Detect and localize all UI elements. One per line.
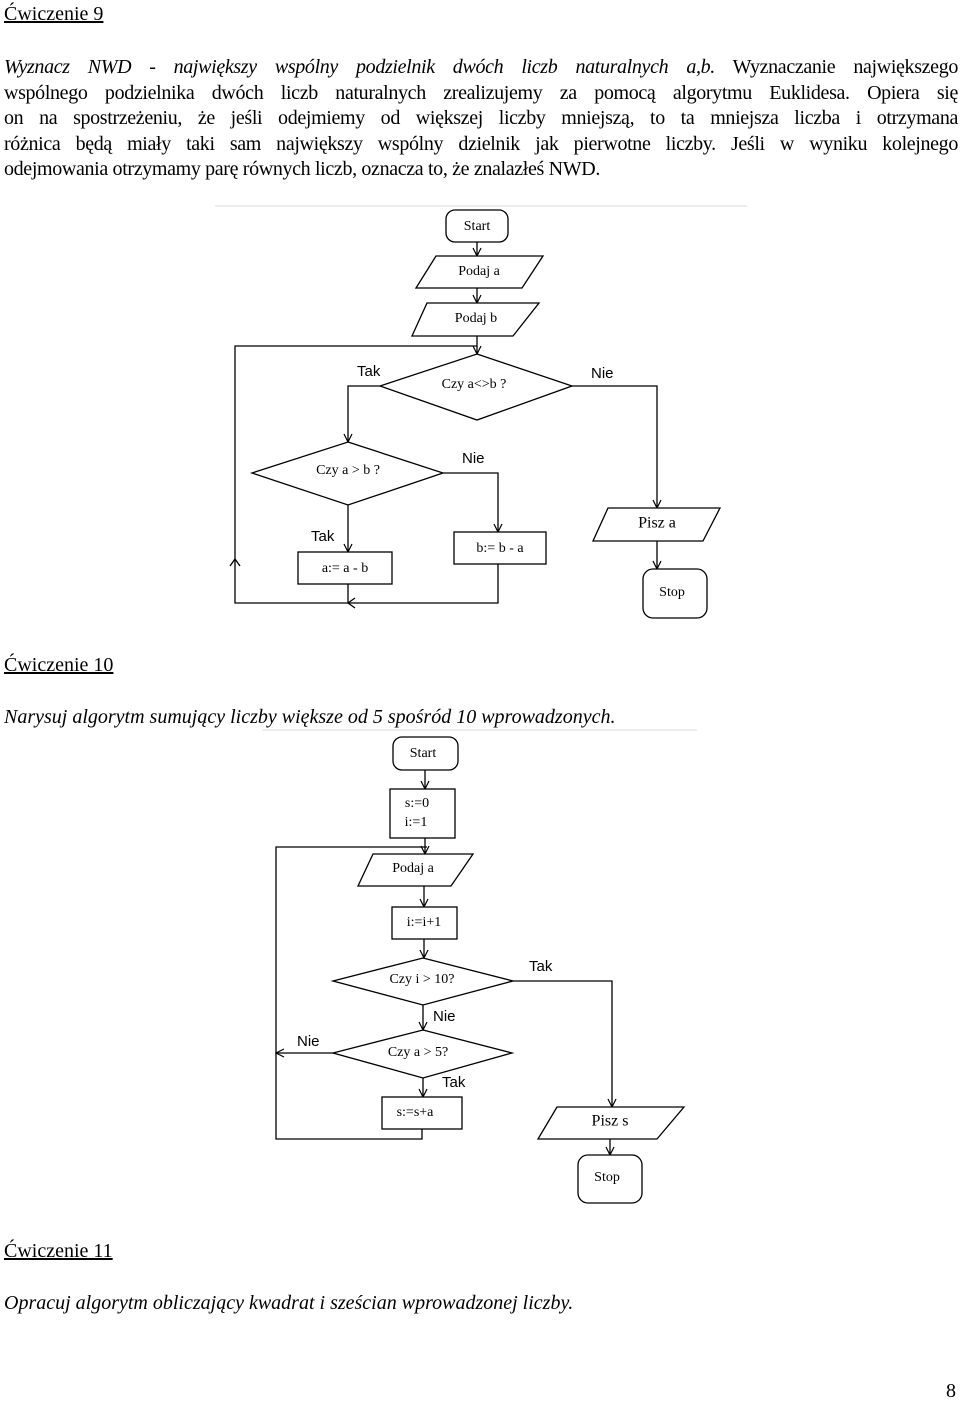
exercise-9-heading: Ćwiczenie 9	[4, 3, 104, 25]
start-label: Start	[410, 746, 437, 761]
description-line-1: Wyznacz NWD - największy wspólny podziel…	[4, 55, 958, 81]
yes-branch-line	[513, 980, 612, 1107]
input-a-label: Podaj a	[458, 264, 500, 279]
stop-terminal	[577, 1154, 643, 1204]
no-label: Nie	[297, 1033, 320, 1050]
exercise-9-description: Wyznacz NWD - największy wspólny podziel…	[4, 55, 958, 183]
no-label: Nie	[462, 450, 485, 467]
no-branch-line	[572, 385, 657, 508]
decision-a-neq-b	[377, 353, 574, 421]
description-line-2: wspólnego podzielnika dwóch liczb natura…	[4, 81, 958, 104]
page-number: 8	[946, 1380, 956, 1402]
sum-box	[381, 1096, 463, 1130]
exercise-10-task: Narysuj algorytm sumujący liczby większe…	[4, 706, 616, 728]
loop-back-line	[275, 846, 427, 1140]
init-i-label: i:=1	[405, 815, 428, 830]
init-box	[389, 788, 456, 839]
yes-label: Tak	[357, 363, 381, 380]
input-b-box	[410, 302, 541, 337]
start-terminal	[445, 209, 509, 243]
output-label: Pisz a	[638, 515, 676, 532]
init-s-label: s:=0	[405, 796, 429, 811]
output-box	[536, 1106, 686, 1140]
description-line-3: on na spostrzeżeniu, że jeśli odejmiemy …	[4, 107, 958, 130]
yes-label: Tak	[442, 1074, 466, 1091]
increment-box	[391, 906, 458, 940]
yes-label: Tak	[529, 958, 553, 975]
description-text: Wyznaczanie największego	[714, 56, 959, 78]
description-line-4: różnica będą miały taki sam największy w…	[4, 132, 958, 155]
stop-label: Stop	[594, 1170, 620, 1185]
start-terminal	[392, 736, 459, 771]
assign-b-label: b:= b - a	[476, 541, 524, 556]
loop-back-line	[234, 345, 499, 604]
start-label: Start	[464, 219, 491, 234]
exercise-11-task: Opracuj algorytm obliczający kwadrat i s…	[4, 1292, 574, 1314]
decision-label: Czy a<>b ?	[442, 377, 507, 392]
arrow-head	[346, 597, 356, 609]
exercise-10-heading: Ćwiczenie 10	[4, 654, 114, 676]
no-branch-line	[443, 472, 498, 532]
yes-branch-line	[348, 385, 380, 442]
decision-label: Czy a > 5?	[388, 1045, 448, 1060]
task-statement: Wyznacz NWD - największy wspólny podziel…	[4, 56, 715, 78]
increment-label: i:=i+1	[407, 915, 441, 930]
input-a-box	[414, 255, 545, 289]
decision-a-gt-5	[330, 1029, 515, 1079]
stop-label: Stop	[659, 585, 685, 600]
output-box	[591, 507, 722, 542]
assign-b-box	[453, 531, 547, 565]
no-label: Nie	[591, 365, 614, 382]
description-line-5: odejmowania otrzymamy parę równych liczb…	[4, 158, 600, 181]
input-a-box	[356, 853, 475, 887]
exercise-11-heading: Ćwiczenie 11	[4, 1240, 113, 1262]
input-a-label: Podaj a	[392, 861, 434, 876]
input-b-label: Podaj b	[455, 311, 497, 326]
sum-label: s:=s+a	[397, 1105, 435, 1120]
decision-label: Czy i > 10?	[389, 972, 454, 987]
no-label: Nie	[433, 1008, 456, 1025]
stop-terminal	[642, 568, 708, 619]
assign-a-box	[297, 551, 393, 585]
decision-a-gt-b	[249, 441, 446, 506]
decision-label: Czy a > b ?	[316, 463, 380, 478]
decision-i-gt-10	[330, 957, 516, 1006]
yes-label: Tak	[311, 528, 335, 545]
arrow-head	[229, 557, 241, 567]
assign-a-label: a:= a - b	[322, 561, 368, 576]
output-label: Pisz s	[592, 1113, 629, 1130]
